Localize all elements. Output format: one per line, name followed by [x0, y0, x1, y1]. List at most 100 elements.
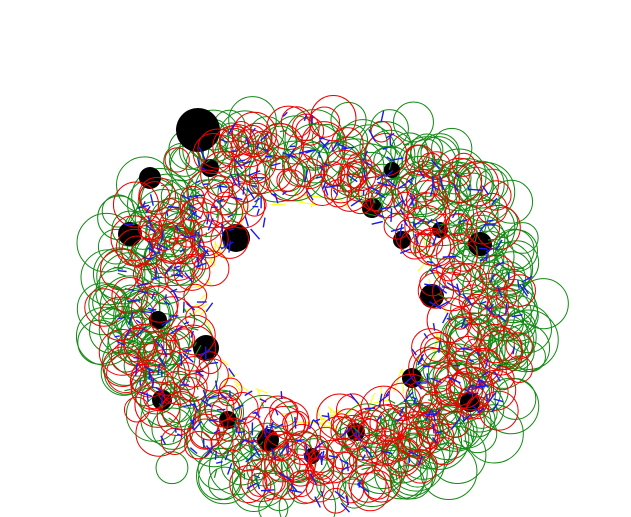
red-circle	[172, 362, 201, 391]
red-circle	[193, 250, 230, 287]
red-circle	[335, 414, 371, 450]
blue-stroke	[221, 223, 224, 237]
blue-stroke	[487, 392, 497, 403]
red-circle	[150, 296, 196, 342]
blue-stroke	[414, 233, 419, 245]
blue-stroke	[479, 222, 487, 232]
red-circle	[448, 373, 472, 396]
red-circle	[348, 464, 387, 503]
green-stroke	[393, 419, 397, 432]
green-stroke	[454, 184, 462, 189]
blue-stroke	[155, 340, 161, 347]
blue-stroke	[393, 199, 404, 209]
blue-stroke	[327, 412, 331, 422]
blue-stroke	[298, 149, 313, 154]
blue-stroke	[233, 158, 243, 170]
blue-stroke	[160, 230, 164, 243]
red-circle	[307, 446, 335, 473]
blue-stroke	[264, 155, 272, 158]
red-circle	[248, 173, 270, 195]
blue-stroke	[495, 239, 503, 250]
green-stroke	[446, 268, 450, 274]
blue-stroke	[190, 330, 194, 338]
blue-stroke	[134, 363, 138, 377]
green-stroke	[497, 233, 506, 241]
green-circle	[392, 101, 434, 143]
blue-stroke	[464, 388, 471, 394]
blue-stroke	[197, 239, 202, 248]
black-blob	[176, 108, 220, 152]
red-circle	[307, 448, 343, 485]
red-circle	[276, 169, 299, 192]
green-stroke	[168, 417, 176, 424]
blue-stroke	[148, 369, 151, 380]
red-circle	[383, 212, 411, 240]
green-stroke	[139, 311, 146, 321]
blue-stroke	[462, 293, 469, 301]
green-stroke	[475, 245, 478, 254]
yellow-line	[393, 369, 402, 393]
blue-stroke	[142, 201, 146, 207]
red-circle	[284, 410, 310, 437]
blue-stroke	[471, 404, 480, 413]
green-stroke	[470, 219, 476, 229]
green-stroke	[371, 432, 380, 437]
green-circle	[501, 323, 551, 373]
blue-stroke	[202, 389, 209, 403]
blue-stroke	[320, 455, 323, 466]
blue-stroke	[339, 458, 348, 465]
blue-stroke	[385, 169, 394, 178]
blue-stroke	[426, 373, 429, 383]
green-stroke	[230, 430, 236, 442]
red-circle	[215, 417, 250, 452]
blue-stroke	[245, 453, 256, 463]
green-circle	[246, 449, 283, 487]
red-circle	[451, 263, 488, 300]
blue-stroke	[193, 421, 202, 431]
blue-stroke	[491, 197, 498, 206]
blue-stroke	[432, 264, 442, 271]
blue-stroke	[484, 358, 489, 368]
green-circle	[280, 448, 316, 484]
red-circle	[213, 191, 238, 216]
red-circle	[285, 430, 321, 466]
blue-stroke	[155, 386, 163, 393]
yellow-line	[221, 358, 229, 366]
red-circle	[468, 296, 509, 337]
green-stroke	[388, 158, 393, 170]
blue-stroke	[362, 167, 367, 181]
blue-stroke	[179, 248, 185, 253]
blue-stroke	[399, 209, 405, 215]
green-stroke	[127, 344, 138, 349]
green-stroke	[144, 287, 150, 292]
blue-stroke	[236, 172, 241, 187]
blue-stroke	[268, 424, 277, 429]
red-circle	[115, 228, 154, 267]
yellow-line	[235, 383, 243, 394]
green-accent-layer	[105, 123, 530, 487]
green-stroke	[514, 352, 524, 360]
blue-stroke	[189, 419, 195, 424]
green-stroke	[390, 473, 396, 484]
green-stroke	[421, 376, 424, 385]
blue-stroke	[411, 348, 417, 356]
blue-stroke	[314, 496, 321, 508]
blue-stroke	[511, 313, 523, 318]
green-circle	[103, 351, 148, 395]
blue-stroke	[198, 349, 211, 357]
red-circle	[173, 328, 196, 351]
red-circle	[203, 391, 235, 423]
yellow-line	[337, 195, 348, 208]
blue-stroke	[288, 489, 302, 494]
green-stroke	[105, 305, 115, 310]
green-stroke	[183, 307, 187, 313]
blue-stroke	[193, 230, 198, 242]
blue-stroke	[468, 359, 475, 363]
blue-stroke	[218, 184, 222, 193]
blue-stroke	[174, 427, 177, 433]
green-stroke	[424, 267, 432, 276]
green-stroke	[185, 178, 194, 188]
red-circle	[177, 356, 210, 388]
blue-stroke	[489, 274, 495, 283]
